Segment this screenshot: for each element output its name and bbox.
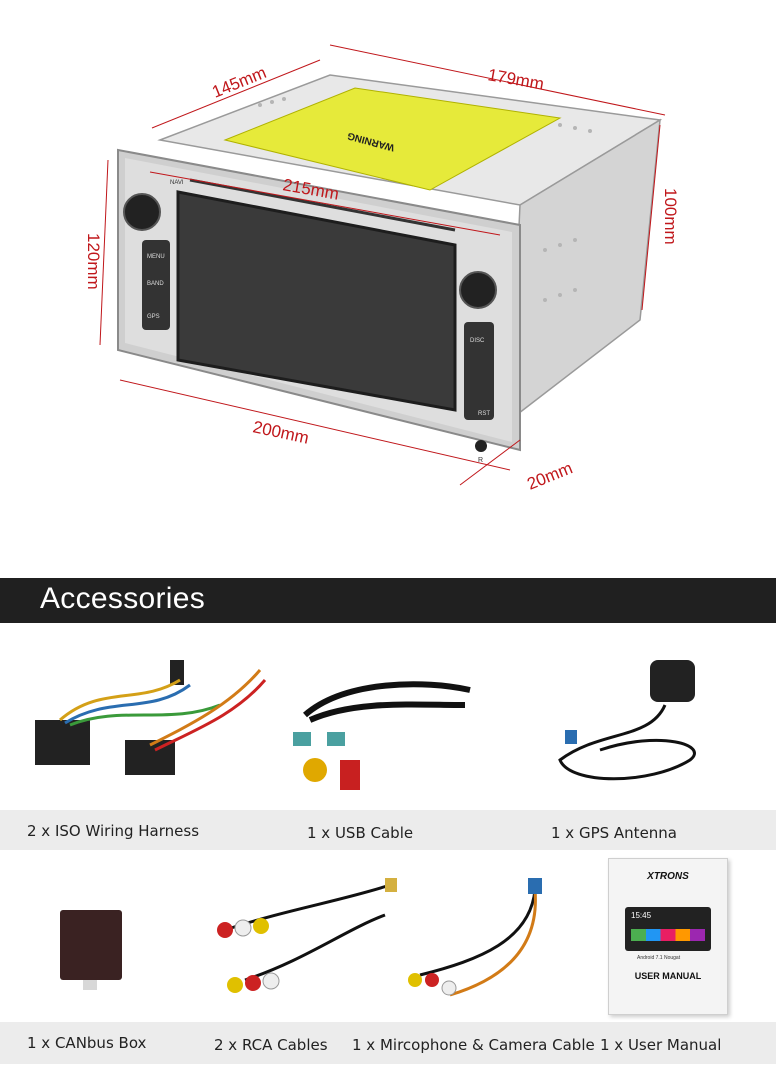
dim-thickness: 20mm — [524, 458, 575, 493]
accessories-row2-band: 1 x CANbus Box 2 x RCA Cables 1 x Mircop… — [0, 1022, 776, 1064]
accessory-label: 1 x Mircophone & Camera Cable — [352, 1036, 595, 1054]
usb-cable-image — [293, 681, 471, 790]
button-menu: MENU — [147, 254, 165, 260]
product-dimension-figure: WARNING MENU BAND GPS NAVI DISC RST R 14… — [84, 44, 680, 494]
accessories-row1-band: 2 x ISO Wiring Harness 1 x USB Cable 1 x… — [0, 810, 776, 850]
manual-title: USER MANUAL — [634, 971, 702, 981]
warning-sticker — [223, 87, 562, 191]
button-rst: RST — [478, 411, 490, 417]
accessories-title: Accessories — [40, 582, 206, 615]
manual-app-icons — [631, 929, 705, 941]
accessory-label: 2 x ISO Wiring Harness — [27, 822, 200, 840]
label-r: R — [478, 457, 483, 464]
dimension-lines — [99, 44, 666, 486]
button-disc: DISC — [470, 338, 485, 344]
accessory-label: 1 x CANbus Box — [27, 1034, 147, 1052]
microphone-camera-cable-image — [408, 878, 542, 997]
canbus-box-image — [60, 910, 122, 990]
accessories-banner: Accessories — [0, 578, 776, 623]
dim-depth: 145mm — [209, 63, 269, 102]
left-knob — [123, 193, 161, 231]
accessory-label: 2 x RCA Cables — [214, 1036, 328, 1054]
dim-height-right: 100mm — [661, 188, 680, 245]
rca-cables-image — [217, 878, 397, 993]
right-button-column — [464, 322, 494, 420]
button-gps: GPS — [147, 314, 160, 320]
left-button-column — [142, 240, 170, 330]
manual-os: Android 7.1 Nougat — [637, 955, 681, 961]
manual-brand: XTRONS — [647, 871, 689, 882]
dim-width-top: 179mm — [486, 65, 545, 94]
accessory-label: 1 x USB Cable — [307, 824, 414, 842]
accessory-label: 1 x User Manual — [600, 1036, 722, 1054]
user-manual-image: XTRONS 15:45 Android 7.1 Nougat USER MAN… — [608, 858, 728, 1015]
right-knob — [459, 271, 497, 309]
iso-wiring-harness-image — [35, 660, 267, 775]
button-navi: NAVI — [170, 180, 184, 186]
vent-holes — [258, 97, 592, 302]
manual-screen: 15:45 — [625, 907, 711, 951]
button-band: BAND — [147, 281, 164, 287]
cd-slot — [189, 178, 456, 232]
gps-antenna-image — [558, 660, 696, 781]
screen — [176, 190, 457, 412]
aux-jack — [475, 440, 487, 452]
accessory-label: 1 x GPS Antenna — [551, 824, 677, 842]
manual-time: 15:45 — [631, 911, 652, 920]
dim-height-left: 120mm — [84, 233, 103, 290]
